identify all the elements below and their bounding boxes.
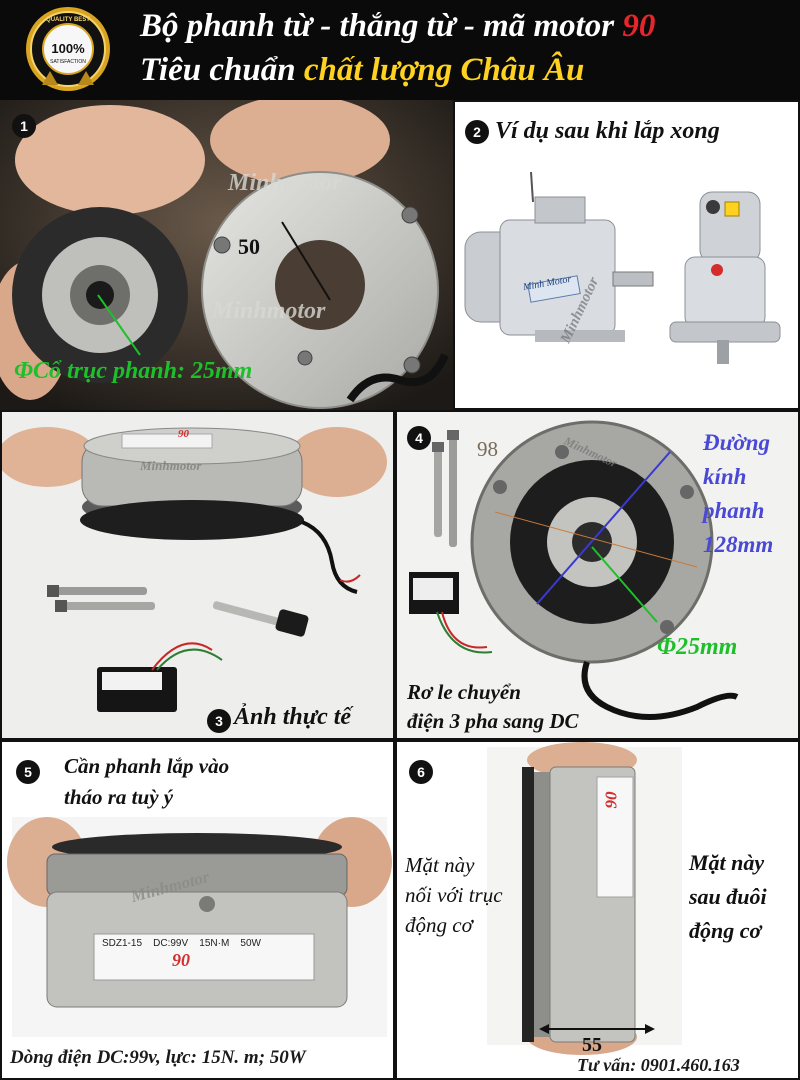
title-line-1: Bộ phanh từ - thắng từ - mã motor 90 [140,8,655,45]
nameplate-voltage: DC:99V [153,938,189,949]
right-note-3: động cơ [689,918,762,943]
installed-motor-illustration [464,171,781,364]
relay-caption-1: Rơ le chuyển [407,680,521,704]
brake-diameter-label: Đường kính phanh 128mm [703,426,773,562]
dimension-55: 55 [582,1034,602,1056]
motor-tail-side-note: Mặt này sau đuôi động cơ [689,846,767,948]
actual-photo-caption: Ảnh thực tế [234,704,352,730]
panel-number-2: 2 [465,120,489,144]
left-note-2: nối với trục [405,883,503,907]
title-motor-code: 90 [622,8,656,44]
diameter-line-2: kính [703,464,747,489]
contact-phone: Tư vấn: 0901.460.163 [577,1055,740,1075]
watermark: Minhmotor [140,458,202,473]
diameter-line-4: 128mm [703,532,774,557]
badge-ring-text: QUALITY BEST [46,17,90,23]
lever-caption-2: tháo ra tuỳ ý [64,785,174,809]
panel-brake-faces: 6 90 Mặt này nối với trục động cơ Mặt nà… [395,740,800,1080]
nameplate-power: 50W [240,938,261,949]
header-banner: 100% SATISFACTION QUALITY BEST Bộ phanh … [0,0,800,100]
title-line-1-text: Bộ phanh từ - thắng từ - mã motor [140,8,615,44]
nameplate-90: 90 [172,950,190,970]
dimension-label: 50 [238,234,260,259]
left-note-3: động cơ [405,913,473,937]
unit-label-90: 90 [178,428,189,440]
left-note-1: Mặt này [405,853,475,877]
panel-dimensions: 4 98 Minhmotor Đường kính phanh 128mm Φ2… [395,410,800,740]
brake-kit-illustration [2,412,393,738]
brake-dimension-illustration [397,412,798,738]
panel-actual-photo: 90 Minhmotor 3 Ảnh thực tế [0,410,395,740]
panel-number-1: 1 [12,114,36,138]
bore-diameter-label: Φ25mm [657,634,738,660]
nameplate-torque: 15N·M [199,938,230,949]
nameplate-model: SDZ1-15 [102,938,143,949]
badge-number: 100% [51,41,85,56]
watermark-2: Minhmotor [212,298,326,324]
title-line-2: Tiêu chuẩn chất lượng Châu Âu [140,52,584,89]
dimension-98: 98 [477,437,498,461]
panel-number-4: 4 [407,426,431,450]
spec-footer: Dòng điện DC:99v, lực: 15N. m; 50W [10,1047,306,1068]
brake-side-illustration [7,817,392,1037]
panel-number-6: 6 [409,760,433,784]
panel-installed-example: 2 Ví dụ sau khi lắp xong Minh Motor Minh… [453,100,800,410]
watermark: Minhmotor [228,170,342,196]
motor-shaft-side-note: Mặt này nối với trục động cơ [405,850,503,940]
badge-text: SATISFACTION [50,59,86,65]
diameter-line-1: Đường [703,430,771,455]
installed-caption: Ví dụ sau khi lắp xong [495,118,720,144]
lever-caption-1: Cần phanh lắp vào [64,754,230,778]
panel-number-5: 5 [16,760,40,784]
side-label-90: 90 [601,791,621,809]
diameter-line-3: phanh [703,498,765,523]
title-line-2-text: Tiêu chuẩn [140,52,296,88]
shaft-diameter-caption: ΦCổ trục phanh: 25mm [14,358,253,384]
satisfaction-badge-icon: 100% SATISFACTION QUALITY BEST [26,7,110,91]
panel-brake-parts: 1 Minhmotor Minhmotor 50 ΦCổ trục phanh:… [0,100,453,410]
right-note-1: Mặt này [689,850,765,875]
right-note-2: sau đuôi [689,884,767,909]
nameplate: SDZ1-15 DC:99V 15N·M 50W [102,938,307,949]
relay-caption-2: điện 3 pha sang DC [407,709,579,733]
panel-brake-lever: 5 Cần phanh lắp vào tháo ra tuỳ ý Minhmo… [0,740,395,1080]
panel-number-3: 3 [207,709,231,733]
brake-edge-illustration [487,742,682,1055]
brake-parts-illustration [0,100,453,410]
title-quality-text: chất lượng Châu Âu [303,52,585,88]
